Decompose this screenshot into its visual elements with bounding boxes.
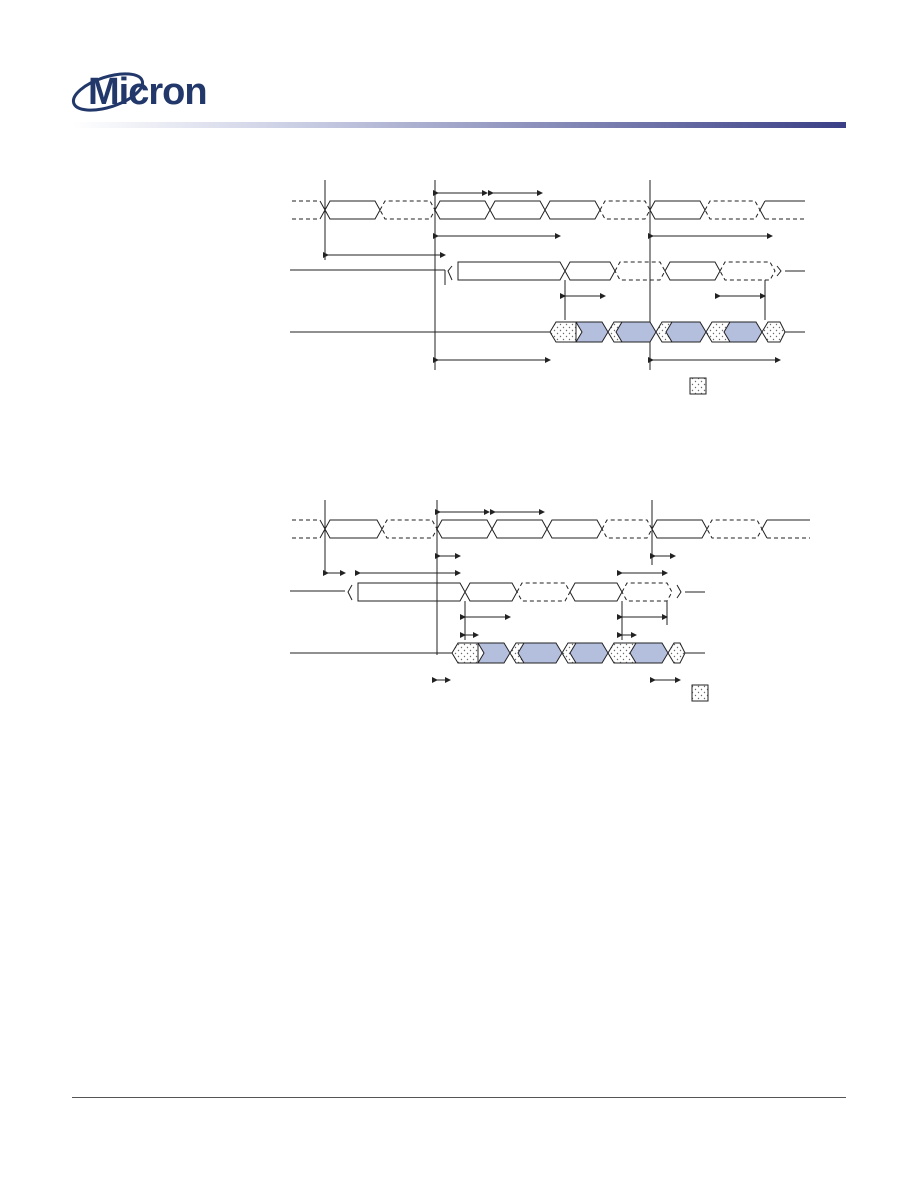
dotted-square-icon <box>689 377 707 395</box>
page-header: Micron <box>0 0 918 140</box>
footer-rule <box>72 1097 846 1098</box>
timing-diagram-2 <box>290 500 810 702</box>
timing-arrows <box>323 190 781 363</box>
timing-arrows <box>323 509 681 683</box>
timing-diagram-1 <box>290 180 805 395</box>
header-rule <box>72 122 846 128</box>
data-signal <box>290 321 805 343</box>
micron-logo <box>71 72 145 112</box>
command-signal <box>290 582 705 640</box>
data-signal <box>290 642 705 664</box>
clock-signal <box>292 200 805 220</box>
dotted-square-icon <box>691 684 709 702</box>
clock-signal <box>292 519 810 539</box>
command-signal <box>290 261 805 320</box>
logo-text: Micron <box>88 71 208 113</box>
